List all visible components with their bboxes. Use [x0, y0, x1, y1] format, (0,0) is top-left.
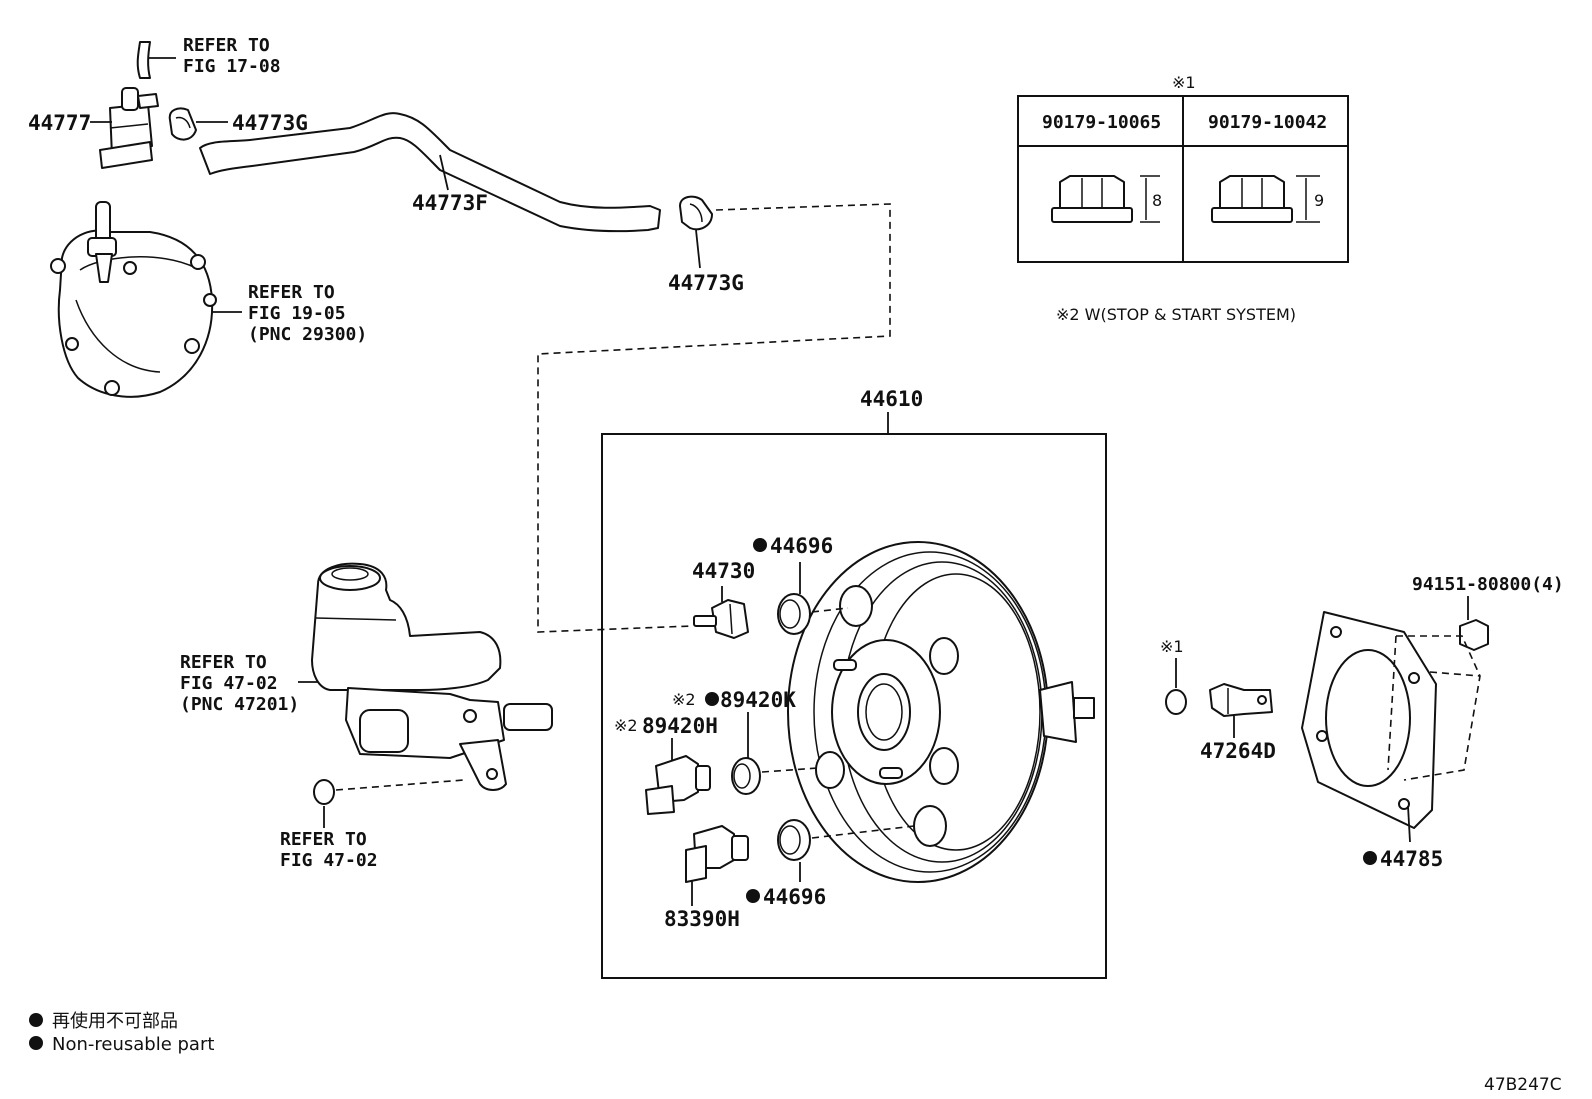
label-83390h: 83390H: [664, 907, 740, 931]
label-89420h: 89420H: [642, 714, 718, 738]
ref-fig-47-02-pnc-l2: FIG 47-02: [180, 673, 278, 694]
nut-9-icon: [1211, 175, 1320, 223]
label-44773g-top: 44773G: [232, 111, 308, 135]
mark-89420h: ※2: [614, 716, 638, 735]
ref-fig-47-02-l1: REFER TO: [280, 829, 367, 850]
hose-stub: [136, 41, 151, 79]
nut-small: [1165, 689, 1187, 715]
note-stop-start: ※2 W(STOP & START SYSTEM): [1056, 305, 1296, 324]
master-cylinder: [311, 562, 553, 791]
sensor-89420h: [645, 755, 711, 815]
gasket-44785: [1301, 611, 1437, 829]
vacuum-pump: [50, 201, 217, 398]
nut-dim-8: 8: [1152, 191, 1162, 210]
label-44785: 44785: [1380, 847, 1443, 871]
nut-dim-9: 9: [1314, 191, 1324, 210]
mark-note1: ※1: [1160, 637, 1184, 656]
nut-8-icon: [1051, 175, 1160, 223]
label-44730: 44730: [692, 559, 755, 583]
nut-94151: [1459, 619, 1489, 651]
label-89420k: 89420K: [720, 688, 796, 712]
legend-en: Non-reusable part: [52, 1034, 214, 1055]
seal-ref: [313, 779, 335, 805]
valve-44730: [693, 599, 749, 639]
ref-fig-19-05-l2: FIG 19-05: [248, 303, 346, 324]
ref-fig-47-02-pnc-l1: REFER TO: [180, 652, 267, 673]
label-44773g-mid: 44773G: [668, 271, 744, 295]
label-44610: 44610: [860, 387, 923, 411]
check-valve-44777: [99, 87, 159, 169]
label-44777: 44777: [28, 111, 91, 135]
switch-83390h: [685, 825, 749, 883]
label-44696-bot: 44696: [763, 885, 826, 909]
vacuum-hose-44773f: [199, 112, 661, 233]
nut-table-mark: ※1: [1172, 73, 1196, 92]
label-44773f: 44773F: [412, 191, 488, 215]
ref-fig-47-02-pnc-l3: (PNC 47201): [180, 694, 299, 715]
ref-fig-47-02-l2: FIG 47-02: [280, 850, 378, 871]
clamp-44773g-mid: [679, 195, 713, 231]
bracket-47264d: [1209, 683, 1273, 717]
label-94151: 94151-80800(4): [1412, 574, 1564, 595]
nut-col1-pn: 90179-10065: [1042, 112, 1161, 133]
mark-89420k: ※2: [672, 690, 696, 709]
booster-kit-frame: [601, 433, 1107, 979]
ref-fig-19-05-l1: REFER TO: [248, 282, 335, 303]
nut-col2-pn: 90179-10042: [1208, 112, 1327, 133]
label-47264d: 47264D: [1200, 739, 1276, 763]
legend-jp: 再使用不可部品: [52, 1011, 178, 1032]
clamp-44773g-top: [168, 107, 197, 141]
label-44696-top: 44696: [770, 534, 833, 558]
ref-fig-17-08-l1: REFER TO: [183, 35, 270, 56]
brake-booster: [787, 541, 1095, 883]
ref-fig-17-08-l2: FIG 17-08: [183, 56, 281, 77]
grommet-44696-top: [777, 593, 811, 635]
figure-code: 47B247C: [1484, 1075, 1562, 1095]
grommet-44696-bot: [777, 819, 811, 861]
ref-fig-19-05-l3: (PNC 29300): [248, 324, 367, 345]
grommet-89420k: [731, 757, 761, 795]
